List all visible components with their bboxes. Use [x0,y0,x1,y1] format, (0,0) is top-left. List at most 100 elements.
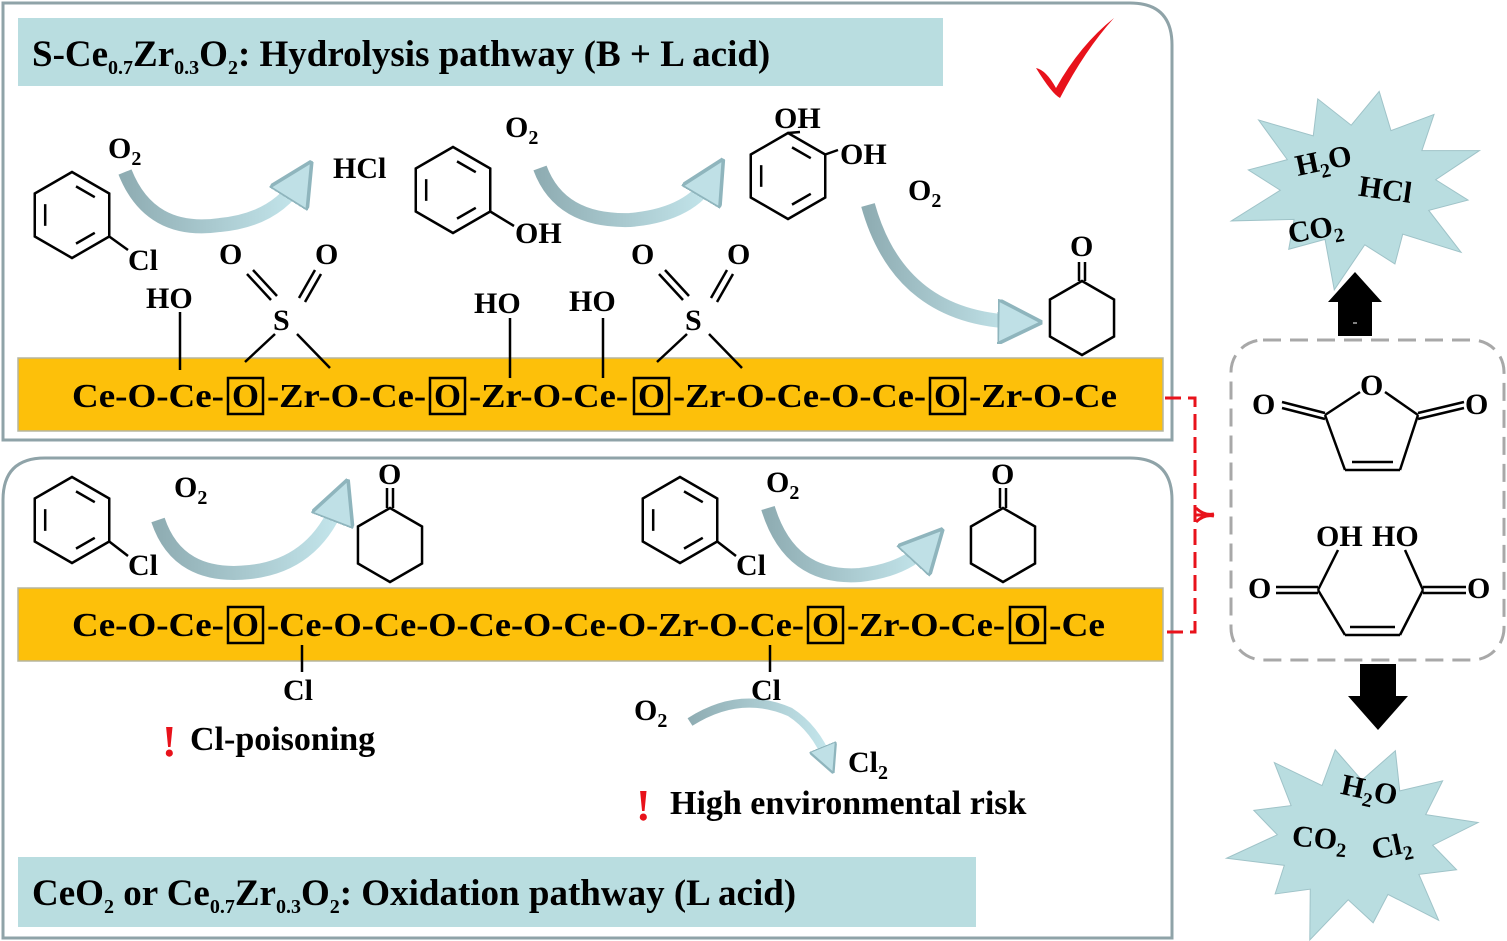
o-label: O [1360,369,1383,402]
oxygen-vacancy-label: O [1014,607,1041,644]
s-label: S [273,304,290,337]
starburst-shape [1229,90,1482,292]
top-surface-chain: Ce-O-Ce-O-Zr-O-Ce-O-Zr-O-Ce-O-Zr-O-Ce-O-… [72,376,1117,416]
chain-segment: -Ce-O-Ce-O-Ce-O-Ce-O-Zr-O-Ce- [267,607,804,644]
o-label: O [1070,230,1093,263]
bond [1398,414,1420,471]
s-o-double-bond [252,269,278,297]
double-bond [683,536,704,550]
ho-label: HO [474,287,521,320]
cyclohexanone-ring [1048,279,1116,357]
intermediate-box [1229,338,1506,662]
curved-arrow [118,172,300,234]
cl-label: Cl [736,549,766,582]
curved-arrow [861,203,1020,322]
bond [1324,390,1361,417]
bond [824,148,839,156]
o-label: O [1465,388,1488,421]
o-label: O [631,238,654,271]
cl2-label: Cl2 [1369,826,1416,871]
double-bond [683,490,704,504]
bracket-tip [1194,506,1215,524]
double-bond [456,206,477,220]
oh-label: OH [1316,520,1363,553]
environmental-risk-note: High environmental risk [670,785,1026,822]
curved-arrow [533,168,712,228]
curved-arrow [761,505,928,583]
chain-segment: Ce-O-Ce- [72,607,224,644]
oxygen-vacancy-label: O [638,378,665,415]
bond [716,540,737,557]
cyclohexanone-ring [969,506,1037,584]
s-label: S [685,304,702,337]
curved-arrow [687,698,828,760]
bond [1323,414,1347,471]
o-label: O [378,458,401,491]
molecule-structures [33,130,1466,672]
boxed-oxygen-vacancy [1008,605,1047,645]
oxygen-vacancy-label: O [812,607,839,644]
bond [787,130,801,135]
chain-segment: -Zr-O-Ce-O-Ce- [673,378,926,415]
ho-label: HO [1372,520,1419,553]
double-bond [75,231,96,245]
o2-label: O2 [108,132,141,170]
o-label: O [1248,572,1271,605]
chain-segment: -Ce [1049,607,1105,644]
reaction-arrows [118,168,1020,760]
boxed-oxygen-vacancy [226,376,265,416]
double-bond [791,192,812,206]
oh-label: OH [774,102,821,135]
bond [108,235,129,252]
o2-label: O2 [908,174,941,212]
bond [1281,406,1326,421]
cl-label: Cl [128,549,158,582]
chain-segment: -Zr-O-Ce- [469,378,628,415]
phenol-ring [414,145,492,235]
double-bond [456,160,477,174]
starburst-shape [1224,748,1480,941]
cl-label: Cl [751,674,781,707]
s-o-double-bond [709,269,729,299]
oxygen-vacancy-label: O [934,378,961,415]
bond [108,540,129,557]
hcl-label: HCl [333,152,386,185]
double-bond [791,146,812,160]
oxygen-vacancy-label: O [434,378,461,415]
boxed-oxygen-vacancy [226,605,265,645]
double-bond [75,536,96,550]
o-label: O [315,238,338,271]
bond [1316,549,1340,591]
cl-label: Cl [128,244,158,277]
bond [1316,589,1347,636]
bottom-panel [1,456,1174,940]
oxygen-vacancy-label: O [232,378,259,415]
s-o-double-bond [715,273,735,303]
oh-label: OH [515,217,562,250]
cl2-label: Cl2 [848,746,888,784]
boxed-oxygen-vacancy [632,376,671,416]
cl-poisoning-note: Cl-poisoning [190,721,375,758]
double-bond [75,185,96,199]
chlorobenzene-ring [33,475,111,565]
bottom-surface-chain: Ce-O-Ce-O-Ce-O-Ce-O-Ce-O-Ce-O-Zr-O-Ce-O-… [72,605,1105,645]
oxygen-vacancy-label: O [232,607,259,644]
bond [1281,400,1326,415]
top-title-box [18,18,943,86]
chlorobenzene-ring [33,170,111,260]
boxed-oxygen-vacancy [806,605,845,645]
co2-label: CO2 [1285,208,1346,255]
boxed-oxygen-vacancy [428,376,467,416]
double-bond [75,490,96,504]
o-label: O [991,458,1014,491]
o-label: O [219,238,242,271]
s-o-double-bond [658,273,684,301]
ho-label: HO [146,282,193,315]
chlorobenzene-ring [641,475,719,565]
o-label: O [1467,572,1490,605]
s-o-bond [296,333,331,369]
bond [1398,589,1425,636]
up-arrow-icon [1328,272,1382,336]
bottom-title: CeO2 or Ce0.7Zr0.3O2: Oxidation pathway … [32,873,796,918]
